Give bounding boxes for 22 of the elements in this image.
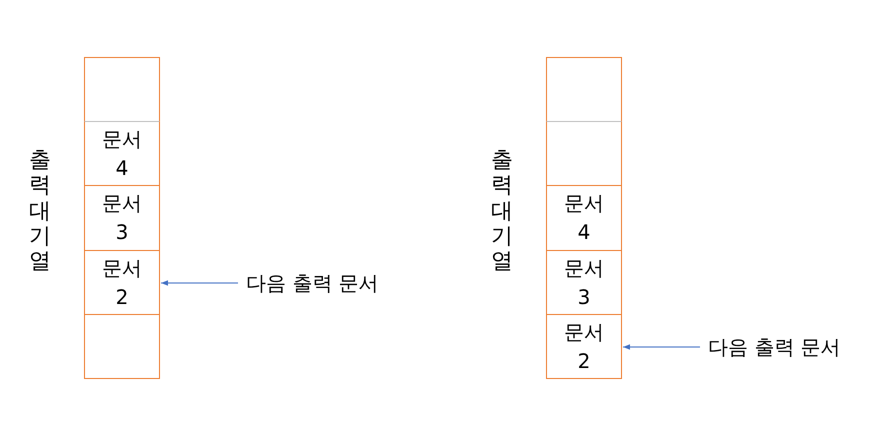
queue-slot <box>546 185 622 251</box>
document-label: 문서 4 <box>101 126 143 182</box>
queue-slot <box>84 250 160 315</box>
document-label: 문서 2 <box>101 254 143 310</box>
pointer-label: 다음 출력 문서 <box>707 334 841 361</box>
queue-slot <box>546 314 622 379</box>
queue-slot <box>84 57 160 122</box>
queue-slot <box>84 314 160 379</box>
queue-slot <box>84 185 160 251</box>
arrow <box>622 344 700 350</box>
document-label: 문서 2 <box>563 318 605 374</box>
queue-slot <box>546 57 622 122</box>
document-label: 문서 4 <box>563 190 605 246</box>
document-label: 문서 3 <box>563 254 605 310</box>
queue-title: 출력대기열 <box>491 148 513 274</box>
queue-slot <box>84 121 160 186</box>
queue-slot <box>546 121 622 186</box>
pointer-label: 다음 출력 문서 <box>245 270 379 297</box>
arrow <box>160 280 238 286</box>
queue-slot <box>546 250 622 315</box>
queue-title: 출력대기열 <box>29 148 51 274</box>
document-label: 문서 3 <box>101 190 143 246</box>
